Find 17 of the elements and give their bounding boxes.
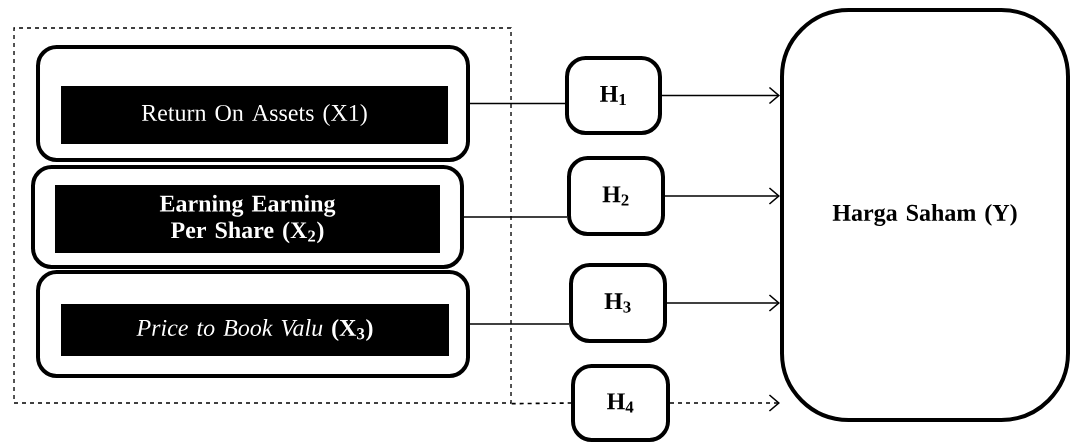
dependent-variable-box: Harga Saham (Y) <box>780 8 1070 422</box>
arrow <box>669 394 780 412</box>
connector-line <box>469 323 570 325</box>
connector-line <box>469 102 566 105</box>
variable-box: Return On Assets (X1) <box>36 45 470 162</box>
arrow <box>661 86 780 105</box>
connector-line <box>510 402 572 405</box>
hypothesis-box: H$_{3}$ <box>569 263 667 343</box>
hypothesis-box: H$_{2}$ <box>567 156 665 236</box>
connector-line <box>463 216 568 218</box>
hypothesis-box: H$_{1}$ <box>565 56 662 135</box>
dashed-frame <box>13 27 512 404</box>
arrow <box>664 187 780 205</box>
variable-box: Price to Book Valu (X$_{3}$) <box>36 270 470 378</box>
arrow <box>666 294 780 312</box>
hypothesis-box: H$_{4}$ <box>571 364 670 442</box>
variable-box: Earning Earning Per Share (X$_{2}$) <box>31 165 464 269</box>
